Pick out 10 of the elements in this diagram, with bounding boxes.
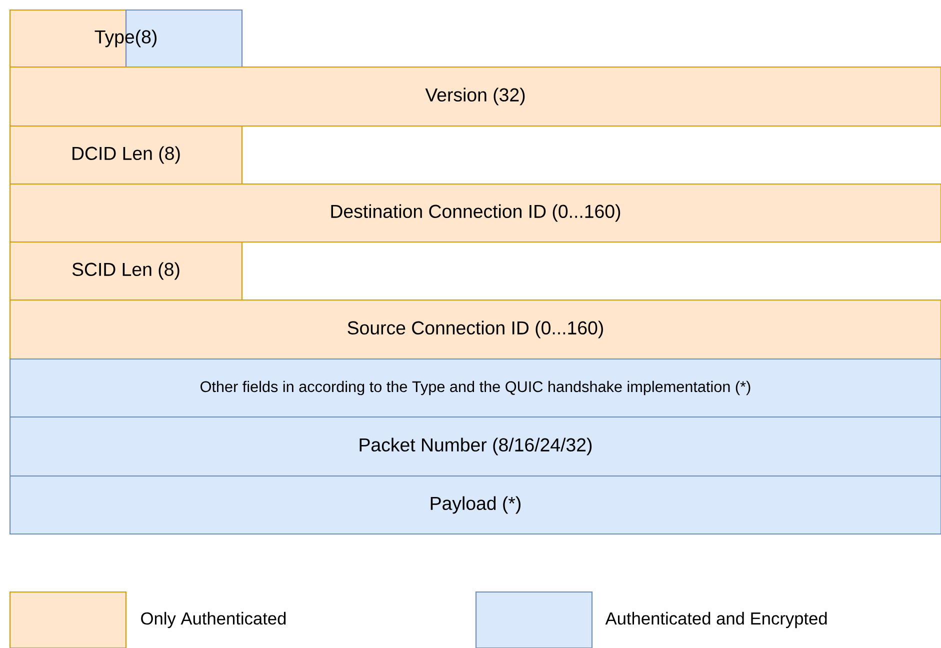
field-box: Payload (*) [9, 475, 941, 535]
field-box: Other fields in according to the Type and the QUIC handshake implementation (*) [9, 358, 941, 418]
node-label: Other fields in according to the Type and the QUIC handshake implementation (*) [200, 380, 750, 396]
field-box: Type(8) [9, 9, 243, 68]
legend-label: Authenticated and Encrypted [605, 612, 827, 628]
field-box: SCID Len (8) [9, 241, 243, 301]
field-box: DCID Len (8) [9, 125, 243, 185]
node-label: Packet Number (8/16/24/32) [360, 438, 592, 456]
field-box: Packet Number (8/16/24/32) [9, 416, 941, 477]
legend-label: Only Authenticated [141, 612, 286, 628]
